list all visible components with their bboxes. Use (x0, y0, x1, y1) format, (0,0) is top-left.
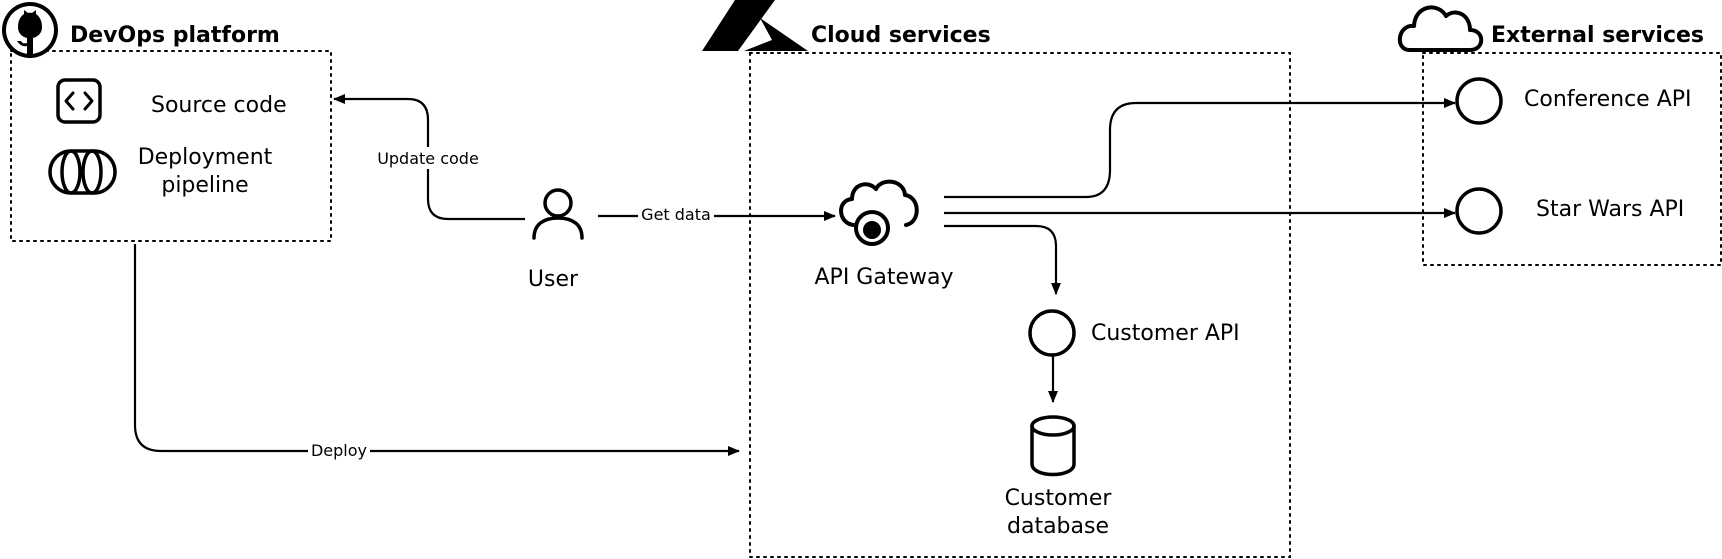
customer-api-label: Customer API (1091, 321, 1240, 346)
devops-platform-title: DevOps platform (70, 23, 280, 48)
user-icon (532, 188, 584, 240)
starwars-api-label: Star Wars API (1536, 197, 1684, 222)
conference-api-icon (1455, 77, 1503, 125)
customer-database-label-line2: database (1007, 514, 1109, 539)
pipeline-label-line2: pipeline (161, 173, 248, 198)
conference-api-label: Conference API (1524, 87, 1692, 112)
update-code-label-bg (374, 147, 480, 169)
cloud-services-title: Cloud services (811, 23, 991, 48)
update-code-label: Update code (377, 149, 479, 168)
deploy-edge (133, 244, 740, 456)
external-services-group (1422, 52, 1722, 266)
api-gateway-icon (839, 179, 919, 246)
cloud-icon (1398, 5, 1484, 52)
api-gateway-label: API Gateway (815, 265, 954, 290)
devops-platform-group (10, 50, 332, 242)
pipeline-icon (48, 149, 117, 195)
get-data-label: Get data (641, 205, 711, 224)
code-icon (56, 78, 102, 124)
starwars-api-icon (1455, 187, 1503, 235)
source-code-label: Source code (151, 93, 287, 118)
customer-api-icon (1028, 309, 1076, 357)
azure-icon (702, 0, 808, 51)
deploy-label: Deploy (311, 441, 367, 460)
database-icon (1030, 415, 1076, 477)
user-label: User (528, 267, 579, 292)
pipeline-label-line1: Deployment (138, 145, 273, 170)
gateway-to-conference-edge (944, 98, 1456, 199)
customer-database-label-line1: Customer (1005, 486, 1113, 511)
get-data-label-bg (638, 204, 714, 226)
gateway-to-customer-api-edge (944, 224, 1061, 295)
github-icon (2, 2, 58, 58)
deploy-label-bg (308, 440, 370, 462)
external-services-title: External services (1491, 23, 1704, 48)
cloud-services-group (749, 52, 1291, 558)
